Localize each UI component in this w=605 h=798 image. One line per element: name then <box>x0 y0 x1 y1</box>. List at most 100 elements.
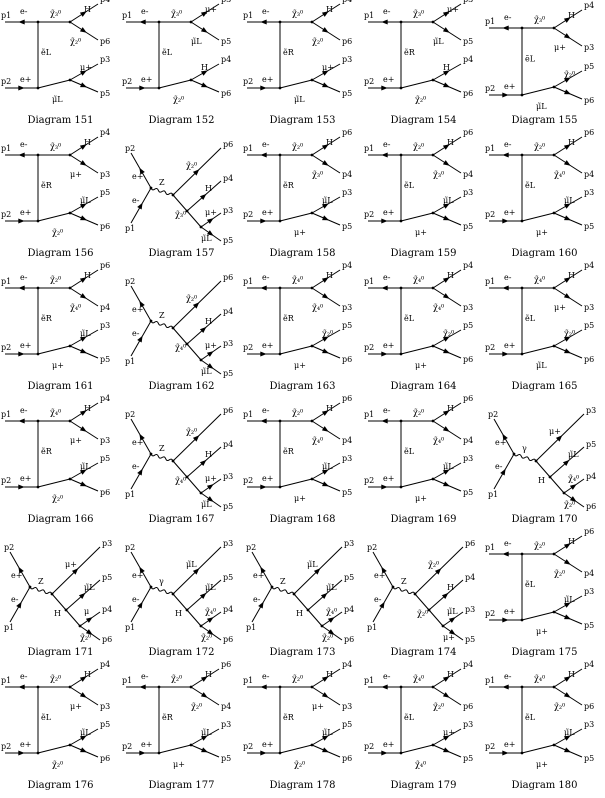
outgoing-momentum-label: p6 <box>584 527 594 536</box>
diagram-caption: Diagram 163 <box>269 381 336 392</box>
particle-label: χ̃₄⁰ <box>326 607 337 616</box>
outgoing-momentum-label: p3 <box>584 188 594 197</box>
particle-label: χ̃₄⁰ <box>312 303 323 312</box>
arrow-head <box>260 750 267 756</box>
outgoing-momentum-label: p5 <box>342 488 352 497</box>
arrow-head <box>78 592 86 600</box>
arrow-head <box>206 363 214 369</box>
incoming-momentum-label: p1 <box>4 623 14 632</box>
outgoing-momentum-label: p4 <box>586 472 596 481</box>
sparticle-line <box>172 327 188 345</box>
electron-label: e- <box>262 406 270 415</box>
arrow-head <box>442 293 450 299</box>
diagram-caption: Diagram 151 <box>27 115 94 126</box>
boson-line <box>150 453 174 462</box>
arrow-head <box>381 750 388 756</box>
outgoing-momentum-label: p3 <box>342 188 352 197</box>
arrow-head <box>79 410 87 416</box>
outgoing-momentum-label: p3 <box>342 303 352 312</box>
arrow-head <box>563 293 571 299</box>
particle-label: μ+ <box>205 341 217 350</box>
outgoing-momentum-label: p4 <box>100 394 110 403</box>
sparticle-line <box>535 460 551 478</box>
sparticle-line <box>400 79 434 89</box>
diagram-caption: Diagram 175 <box>511 647 578 658</box>
incoming-momentum-label: p2 <box>125 543 135 552</box>
outgoing-momentum-label: p3 <box>100 702 110 711</box>
particle-label: H <box>205 450 212 459</box>
sparticle-line <box>549 476 565 494</box>
diagram-caption: Diagram 171 <box>27 647 94 658</box>
arrow-head <box>502 351 509 357</box>
selectron-label: ẽL <box>404 181 415 190</box>
arrow-head <box>448 629 456 635</box>
arrow-head <box>443 348 450 354</box>
selectron-label: ẽL <box>525 55 536 64</box>
particle-label: μ̃L <box>84 583 95 592</box>
diagram-caption: Diagram 180 <box>511 780 578 791</box>
sparticle-line <box>186 343 202 361</box>
electron-label: e- <box>504 539 512 548</box>
arrow-head <box>16 601 22 609</box>
arrow-head <box>201 747 208 753</box>
incoming-momentum-label: p1 <box>485 17 495 26</box>
arrow-head <box>80 82 87 88</box>
outgoing-momentum-label: p3 <box>463 0 473 4</box>
particle-label: χ̃₂⁰ <box>322 329 333 338</box>
positron-label: e+ <box>383 341 394 350</box>
incoming-momentum-label: p2 <box>1 476 11 485</box>
positron-label: e+ <box>20 208 31 217</box>
particle-label: μ+ <box>322 63 334 72</box>
outgoing-momentum-label: p5 <box>584 321 594 330</box>
particle-label: χ̃₄⁰ <box>534 275 545 284</box>
arrow-head <box>563 160 571 166</box>
arrow-head <box>564 89 571 95</box>
outgoing-momentum-label: p5 <box>465 635 475 644</box>
diagram-caption: Diagram 168 <box>269 514 336 525</box>
particle-label: μ+ <box>70 170 82 179</box>
incoming-momentum-label: p2 <box>485 609 495 618</box>
outgoing-momentum-label: p6 <box>584 96 594 105</box>
arrow-head <box>199 592 207 600</box>
arrow-head <box>443 215 450 221</box>
outgoing-momentum-label: p4 <box>584 261 594 270</box>
particle-label: χ̃₂⁰ <box>292 142 303 151</box>
arrow-head <box>79 469 87 475</box>
diagram-caption: Diagram 177 <box>148 780 215 791</box>
outgoing-momentum-label: p6 <box>100 222 110 231</box>
outgoing-momentum-label: p6 <box>584 702 594 711</box>
diagram-caption: Diagram 157 <box>148 248 215 259</box>
selectron-label: ẽR <box>41 314 53 323</box>
arrow-head <box>442 70 450 76</box>
arrow-head <box>442 426 450 432</box>
incoming-momentum-label: p1 <box>1 410 11 419</box>
particle-label: H <box>326 138 333 147</box>
arrow-head <box>563 676 571 682</box>
diagram-caption: Diagram 179 <box>390 780 457 791</box>
particle-label: H <box>84 404 91 413</box>
outgoing-momentum-label: p4 <box>342 0 352 4</box>
arrow-head <box>322 82 329 88</box>
positron-label: e+ <box>20 474 31 483</box>
electron-label: e- <box>383 672 391 681</box>
outgoing-momentum-label: p6 <box>465 539 475 548</box>
outgoing-momentum-label: p4 <box>465 573 475 582</box>
arrow-head <box>80 215 87 221</box>
arrow-head <box>448 617 456 623</box>
diagram-caption: Diagram 160 <box>511 248 578 259</box>
arrow-head <box>502 750 509 756</box>
arrow-head <box>260 285 267 291</box>
particle-label: H <box>447 404 454 413</box>
outgoing-momentum-label: p4 <box>100 660 110 669</box>
arrow-head <box>563 33 571 39</box>
particle-label: μ̃L <box>201 500 212 509</box>
outgoing-momentum-label: p6 <box>584 128 594 137</box>
